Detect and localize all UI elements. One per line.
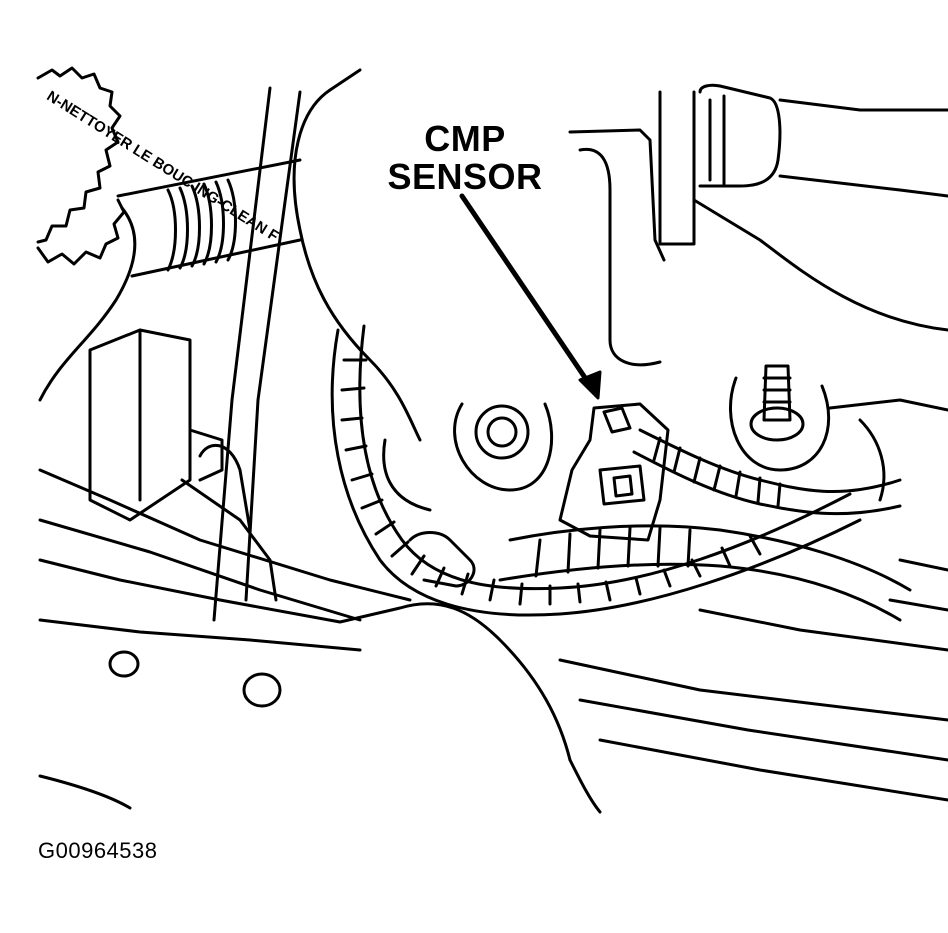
breather-hose — [116, 158, 302, 278]
callout-arrow — [459, 193, 602, 400]
mounting-holes — [108, 650, 282, 708]
engine-housing — [292, 68, 432, 512]
cmp-sensor — [558, 402, 670, 542]
bottom-curve — [38, 774, 132, 810]
lower-harness — [408, 524, 912, 622]
mounting-bolt-left — [453, 402, 553, 492]
cap-text: N-NETTOYER LE BOUC ING-CLEAN F — [44, 88, 282, 245]
figure-id-label: G00964538 — [38, 838, 158, 863]
lower-structure — [38, 468, 948, 814]
wiring-harness — [330, 324, 902, 617]
left-bracket-block — [88, 328, 278, 602]
upper-bracket — [568, 83, 948, 367]
oil-filler-cap: N-NETTOYER LE BOUC ING-CLEAN F — [36, 66, 282, 266]
stud-bolt-right — [729, 364, 831, 472]
callout-label-line1: CMP — [424, 118, 506, 159]
callout-label-line2: SENSOR — [387, 156, 543, 197]
engine-block-right — [828, 398, 948, 612]
thin-wire — [38, 206, 137, 402]
